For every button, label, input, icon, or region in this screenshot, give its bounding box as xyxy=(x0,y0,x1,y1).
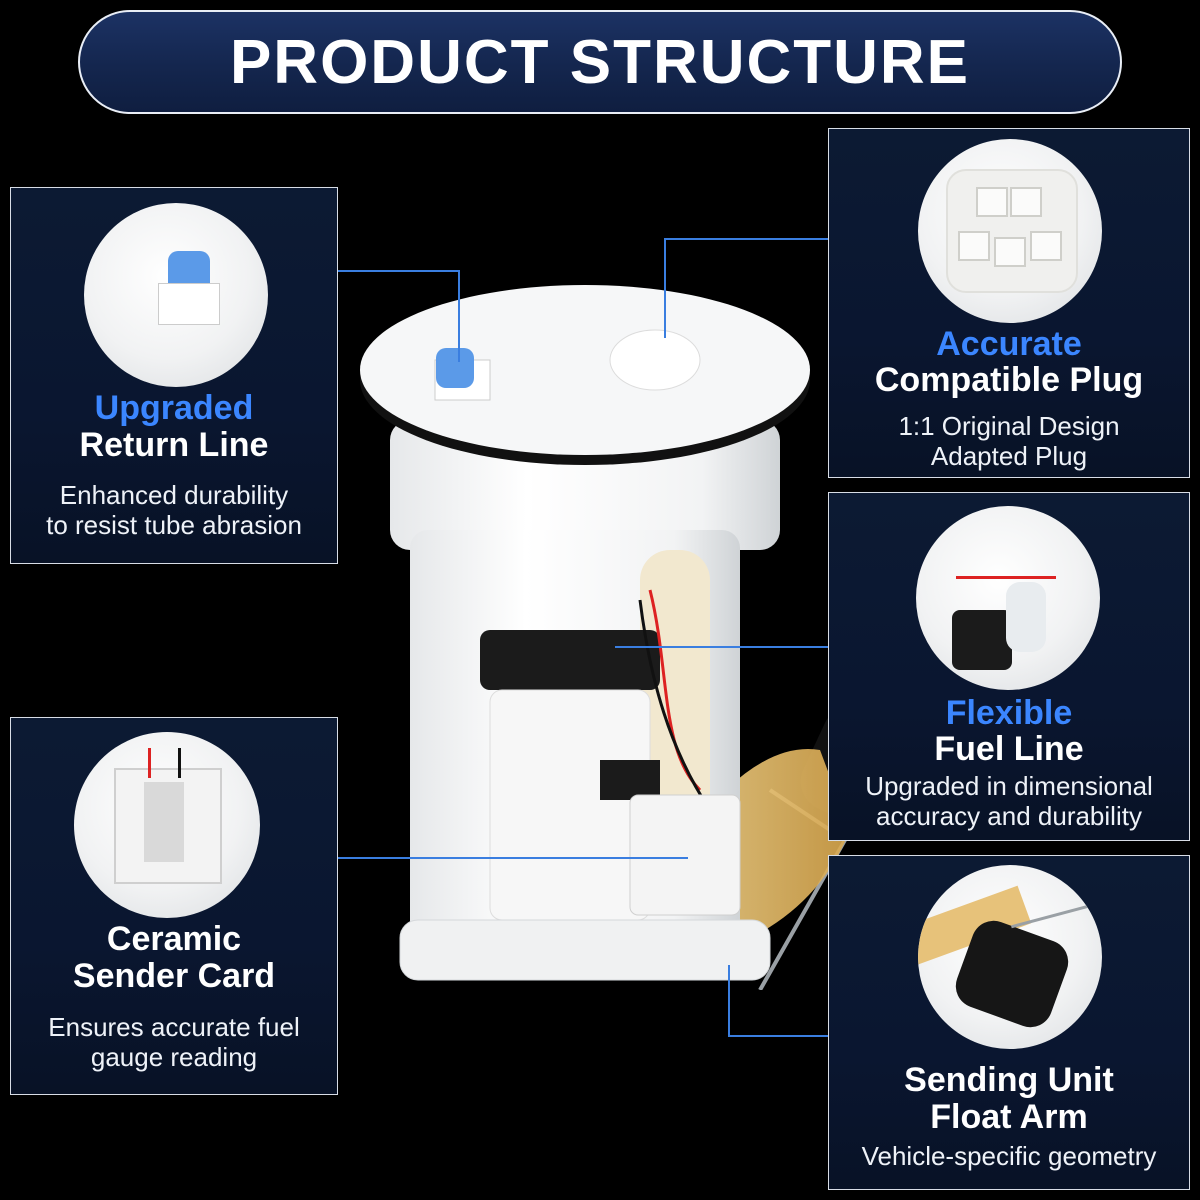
card-return-line: Upgraded Return Line Enhanced durability… xyxy=(10,187,338,564)
float-arm-title-1: Sending Unit xyxy=(904,1061,1114,1099)
card-fuel-line: Flexible Fuel Line Upgraded in dimension… xyxy=(828,492,1190,841)
card-float-arm: Sending Unit Float Arm Vehicle-specific … xyxy=(828,855,1190,1190)
connector-return-line xyxy=(338,270,460,272)
page-title: PRODUCT STRUCTURE xyxy=(229,27,971,97)
fuel-line-desc-1: Upgraded in dimensional xyxy=(865,771,1153,801)
sender-card-title-2: Sender Card xyxy=(72,957,276,995)
return-line-title: Return Line xyxy=(79,426,269,464)
card-compatible-plug: Accurate Compatible Plug 1:1 Original De… xyxy=(828,128,1190,478)
return-line-cap xyxy=(436,348,474,388)
plug-title: Compatible Plug xyxy=(874,361,1144,399)
connector-fuel-line xyxy=(615,646,829,648)
sender-card-title-1: Ceramic xyxy=(106,920,242,958)
connector-plug-drop xyxy=(664,238,666,338)
connector-sender-card xyxy=(338,857,688,859)
return-line-desc-1: Enhanced durability xyxy=(59,480,289,510)
card-sender-card: Ceramic Sender Card Ensures accurate fue… xyxy=(10,717,338,1095)
sender-card-closeup-image xyxy=(74,732,260,918)
connector-plug xyxy=(664,238,828,240)
float-arm-desc: Vehicle-specific geometry xyxy=(861,1141,1157,1171)
plug-closeup-image xyxy=(918,139,1102,323)
sender-card-desc-1: Ensures accurate fuel xyxy=(48,1012,300,1042)
fuel-line-closeup-image xyxy=(916,506,1100,690)
fuel-line-accent: Flexible xyxy=(945,694,1073,732)
fuel-pump-assembly-image xyxy=(360,285,880,990)
float-arm-closeup-image xyxy=(918,865,1102,1049)
sender-card-desc-2: gauge reading xyxy=(90,1042,258,1072)
return-line-closeup-image xyxy=(84,203,268,387)
plug-desc-2: Adapted Plug xyxy=(930,441,1088,471)
connector-float-arm-h xyxy=(728,1035,828,1037)
return-line-accent: Upgraded xyxy=(94,389,254,427)
plug-accent: Accurate xyxy=(936,325,1082,363)
title-banner: PRODUCT STRUCTURE xyxy=(78,10,1122,114)
float-arm-title-2: Float Arm xyxy=(930,1098,1088,1136)
plug-desc-1: 1:1 Original Design xyxy=(898,411,1120,441)
fuel-line-title: Fuel Line xyxy=(934,730,1084,768)
return-line-desc-2: to resist tube abrasion xyxy=(46,510,302,540)
connector-float-arm xyxy=(728,965,730,1037)
connector-return-line-drop xyxy=(458,270,460,362)
fuel-line-desc-2: accuracy and durability xyxy=(876,801,1142,831)
